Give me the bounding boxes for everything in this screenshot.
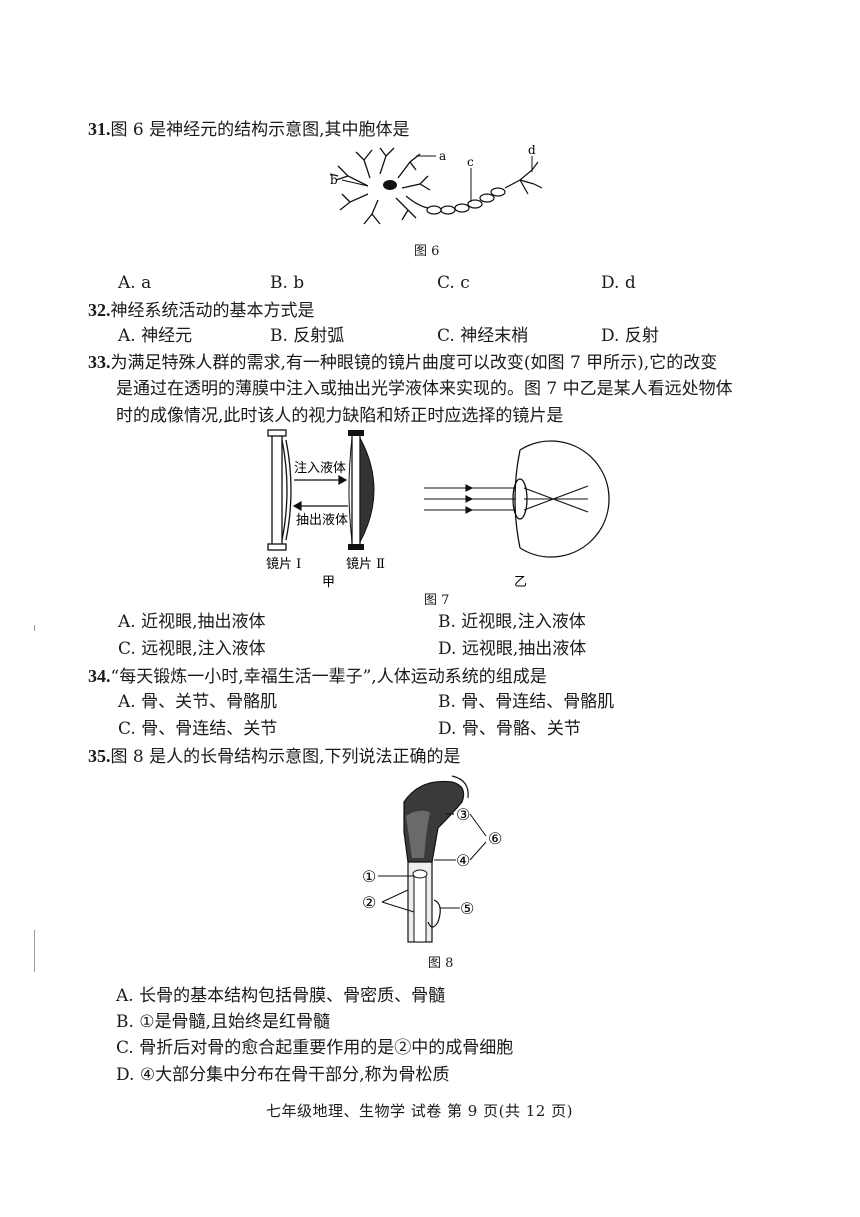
periosteum-flap <box>427 899 441 928</box>
q32-option-b[interactable]: B. 反射弧 <box>270 326 345 346</box>
neuron-diagram: a b c d <box>329 143 543 225</box>
question-stem: “每天锻炼一小时,幸福生活一辈子”,人体运动系统的组成是 <box>110 667 547 687</box>
q35-option-c[interactable]: C. 骨折后对骨的愈合起重要作用的是②中的成骨细胞 <box>116 1038 514 1058</box>
neuron-dendrites <box>329 147 431 225</box>
q35-option-b[interactable]: B. ①是骨髓,且始终是红骨髓 <box>116 1012 330 1032</box>
q35-option-a[interactable]: A. 长骨的基本结构包括骨膜、骨密质、骨髓 <box>116 986 446 1006</box>
q31-option-b[interactable]: B. b <box>270 273 305 293</box>
question-stem: 图 6 是神经元的结构示意图,其中胞体是 <box>110 120 410 140</box>
question-number: 35. <box>88 746 111 766</box>
q34-option-d[interactable]: D. 骨、骨骼、关节 <box>438 719 581 739</box>
q34-option-c[interactable]: C. 骨、骨连结、关节 <box>118 719 278 739</box>
lens-diagram-jia: 注入液体 抽出液体 镜片 Ⅰ 镜片 Ⅱ 甲 <box>266 429 385 590</box>
question-34: 34.“每天锻炼一小时,幸福生活一辈子”,人体运动系统的组成是 <box>88 665 547 688</box>
question-number: 33. <box>88 352 111 372</box>
lens-2 <box>348 430 375 550</box>
question-stem-line-3: 时的成像情况,此时该人的视力缺陷和矫正时应选择的镜片是 <box>116 406 564 426</box>
q32-option-a[interactable]: A. 神经元 <box>118 326 193 346</box>
jia-label: 甲 <box>322 575 335 590</box>
medullary-cavity <box>413 871 427 943</box>
question-33: 33.为满足特殊人群的需求,有一种眼镜的镜片曲度可以改变(如图 7 甲所示),它… <box>88 351 717 374</box>
q31-option-a[interactable]: A. a <box>118 273 152 293</box>
q31-option-d[interactable]: D. d <box>601 273 636 293</box>
q33-option-c[interactable]: C. 远视眼,注入液体 <box>118 639 266 659</box>
bone-leader-lines <box>378 813 487 913</box>
figure-7-caption: 图 7 <box>424 593 450 608</box>
bone-label-6: ⑥ <box>488 829 502 848</box>
q35-option-d[interactable]: D. ④大部分集中分布在骨干部分,称为骨松质 <box>116 1065 450 1085</box>
bone-label-5: ⑤ <box>460 899 474 918</box>
q33-option-a[interactable]: A. 近视眼,抽出液体 <box>118 612 266 632</box>
lens-1 <box>267 429 292 551</box>
question-35: 35.图 8 是人的长骨结构示意图,下列说法正确的是 <box>88 745 461 768</box>
long-bone-diagram: ① ② ③ ④ ⑤ ⑥ <box>362 775 502 943</box>
question-stem-line-1: 为满足特殊人群的需求,有一种眼镜的镜片曲度可以改变(如图 7 甲所示),它的改变 <box>110 353 718 373</box>
lens-2-label: 镜片 Ⅱ <box>346 557 385 572</box>
question-stem-line-2: 是通过在透明的薄膜中注入或抽出光学液体来实现的。图 7 中乙是某人看远处物体 <box>116 379 733 399</box>
lens-1-label: 镜片 Ⅰ <box>266 557 301 572</box>
light-rays <box>424 484 589 514</box>
question-number: 34. <box>88 666 111 686</box>
question-stem: 图 8 是人的长骨结构示意图,下列说法正确的是 <box>110 747 461 767</box>
q32-option-c[interactable]: C. 神经末梢 <box>437 326 529 346</box>
bone-label-4: ④ <box>456 851 470 870</box>
page-footer: 七年级地理、生物学 试卷 第 9 页(共 12 页) <box>266 1102 573 1120</box>
scan-edge-mark <box>34 625 35 631</box>
spongy-bone <box>406 810 430 858</box>
neuron-axon <box>405 161 543 215</box>
cartilage-arc <box>451 775 469 799</box>
yi-label: 乙 <box>514 575 527 590</box>
eye-diagram-yi: 乙 <box>424 440 610 590</box>
neuron-label-b: b <box>330 173 338 187</box>
figure-8-caption: 图 8 <box>428 956 454 971</box>
neuron-label-d: d <box>528 143 536 157</box>
question-number: 31. <box>88 119 111 139</box>
q33-option-d[interactable]: D. 远视眼,抽出液体 <box>438 639 587 659</box>
scan-edge-mark <box>34 930 35 972</box>
neuron-nucleus <box>383 180 397 190</box>
bone-label-1: ① <box>362 867 376 886</box>
question-32: 32.神经系统活动的基本方式是 <box>88 299 315 322</box>
q33-option-b[interactable]: B. 近视眼,注入液体 <box>438 612 586 632</box>
figure-6-caption: 图 6 <box>414 244 440 259</box>
question-number: 32. <box>88 300 111 320</box>
q32-option-d[interactable]: D. 反射 <box>601 326 659 346</box>
q34-option-a[interactable]: A. 骨、关节、骨骼肌 <box>118 692 278 712</box>
neuron-label-c: c <box>467 155 474 169</box>
question-31: 31.图 6 是神经元的结构示意图,其中胞体是 <box>88 118 410 141</box>
neuron-label-a: a <box>439 149 446 163</box>
bone-label-2: ② <box>362 893 376 912</box>
q34-option-b[interactable]: B. 骨、骨连结、骨骼肌 <box>438 692 615 712</box>
question-stem: 神经系统活动的基本方式是 <box>110 301 315 321</box>
inject-liquid-label: 注入液体 <box>294 461 346 476</box>
extract-liquid-label: 抽出液体 <box>296 513 348 528</box>
neuron-leader-lines <box>341 155 533 202</box>
flow-arrows <box>292 474 348 512</box>
bone-label-3: ③ <box>456 805 470 824</box>
q31-option-c[interactable]: C. c <box>437 273 470 293</box>
